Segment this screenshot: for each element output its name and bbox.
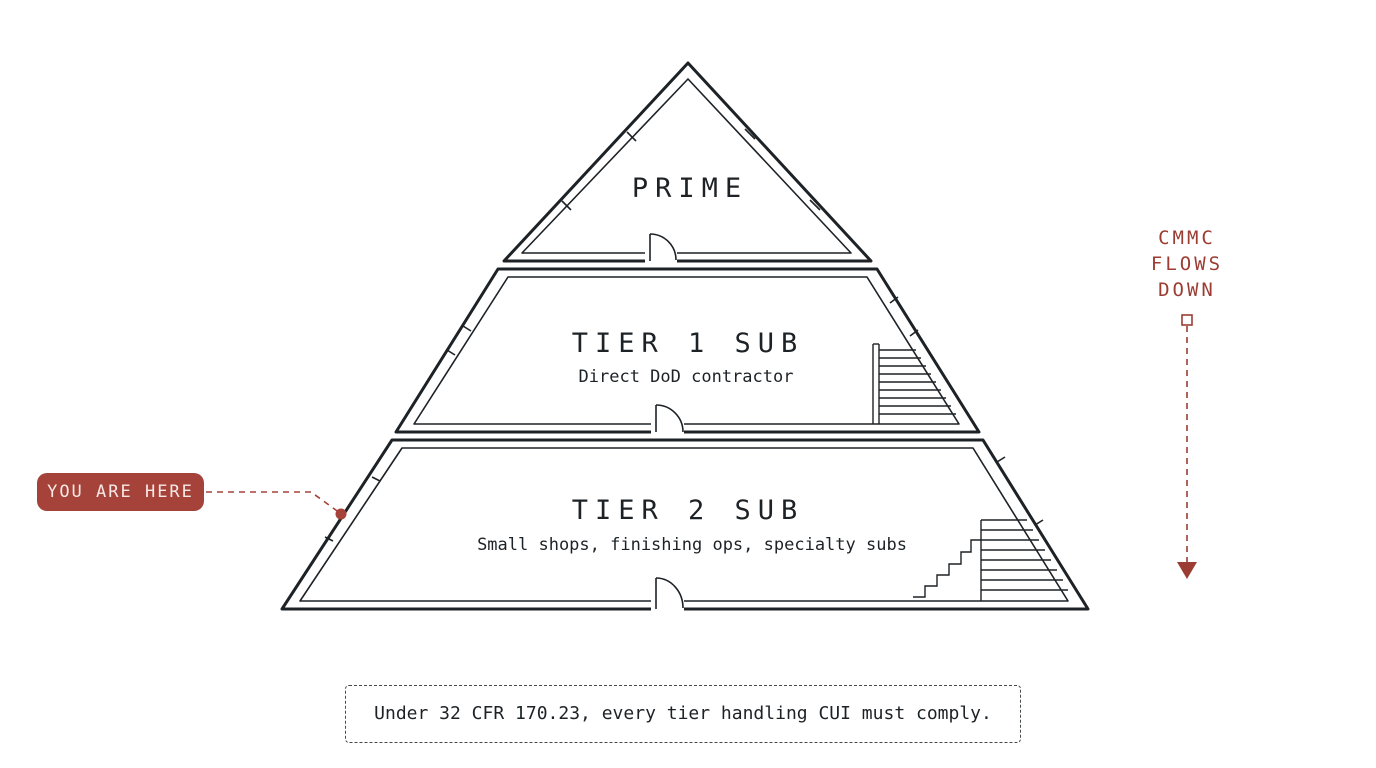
arrow-down-icon (1177, 562, 1197, 579)
tier1-floor (394, 267, 981, 434)
tier1-title: TIER 1 SUB (572, 328, 805, 359)
tier2-subtitle: Small shops, finishing ops, specialty su… (477, 535, 907, 555)
door-icon (651, 404, 684, 434)
prime-floor (502, 61, 873, 263)
compliance-note: Under 32 CFR 170.23, every tier handling… (345, 685, 1021, 743)
door-icon (645, 233, 677, 263)
door-icon (651, 577, 684, 611)
flow-label-line-3: DOWN (1158, 279, 1216, 301)
tier1-subtitle: Direct DoD contractor (579, 367, 794, 387)
flow-indicator: CMMC FLOWS DOWN (1151, 227, 1223, 579)
callout-connector (206, 491, 347, 520)
you-are-here-badge: YOU ARE HERE (37, 473, 204, 511)
flow-label-line-2: FLOWS (1151, 253, 1223, 275)
tier2-floor (280, 438, 1090, 611)
stairs-icon (913, 519, 1068, 601)
flow-start-icon (1181, 314, 1193, 326)
prime-title: PRIME (632, 173, 748, 204)
flow-label-line-1: CMMC (1158, 227, 1216, 249)
stairs-icon (872, 343, 956, 424)
tier2-title: TIER 2 SUB (572, 495, 805, 526)
